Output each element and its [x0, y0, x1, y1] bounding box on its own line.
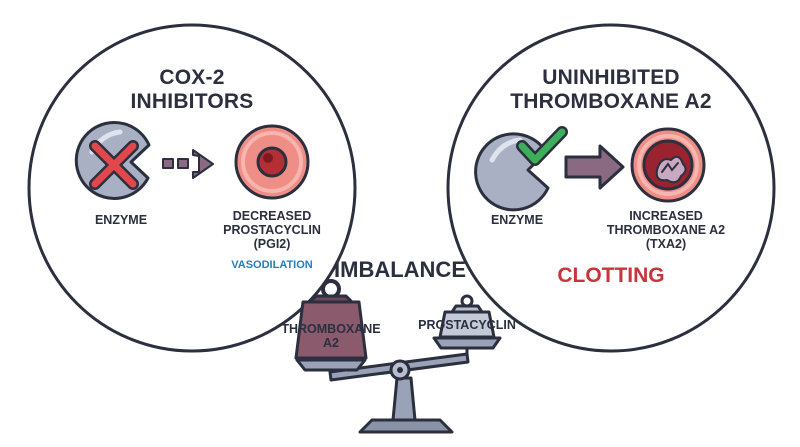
imbalance-heading: IMBALANCE — [334, 257, 466, 282]
light-weight-icon — [438, 294, 496, 339]
right-result-line3: (TXA2) — [645, 237, 687, 251]
left-result-line2: PROSTACYCLIN — [223, 223, 321, 237]
solid-arrow-icon — [564, 144, 625, 190]
right-panel-circle — [446, 23, 776, 353]
clotting-label: CLOTTING — [557, 264, 665, 287]
heavy-weight-label-line1: THROMBOXANE — [281, 322, 381, 336]
left-result-line1: DECREASED — [232, 209, 312, 223]
right-panel-title-line2: THROMBOXANE A2 — [510, 90, 712, 113]
green-check-icon — [516, 126, 568, 166]
vessel-cross-section-icon — [234, 124, 310, 200]
heavy-weight-label-line2: A2 — [323, 336, 339, 350]
right-result-line2: THROMBOXANE A2 — [606, 223, 726, 237]
red-x-icon — [89, 140, 139, 190]
left-panel-title-line1: COX-2 — [159, 66, 225, 89]
balance-scale-icon — [295, 336, 502, 434]
vasodilation-label: VASODILATION — [231, 259, 313, 271]
right-result-line1: INCREASED — [629, 209, 703, 223]
clotted-vessel-icon — [630, 127, 706, 203]
light-weight-label: PROSTACYCLIN — [418, 318, 516, 332]
dashed-arrow-icon — [162, 149, 214, 179]
right-enzyme-label: ENZYME — [490, 213, 544, 227]
left-panel-title-line2: INHIBITORS — [130, 90, 254, 113]
left-result-line3: (PGI2) — [253, 237, 291, 251]
left-panel-circle — [27, 23, 357, 353]
left-enzyme-label: ENZYME — [94, 213, 148, 227]
heavy-weight-icon — [294, 279, 368, 360]
right-panel-title-line1: UNINHIBITED — [542, 66, 680, 89]
